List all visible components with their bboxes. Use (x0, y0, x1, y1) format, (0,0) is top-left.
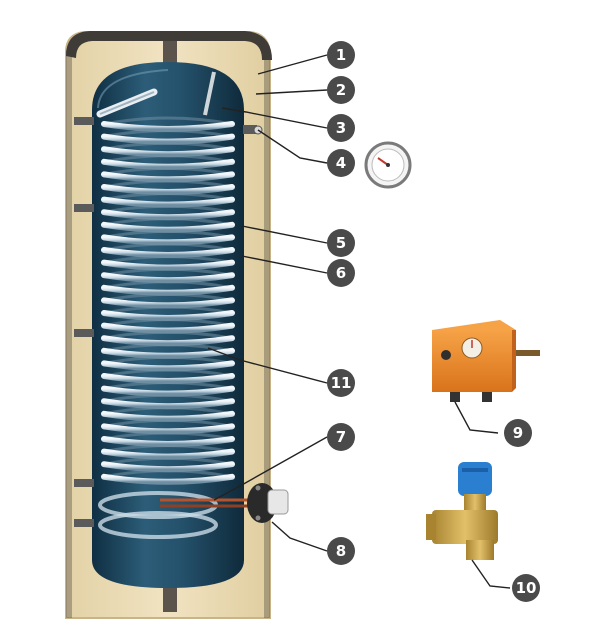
coil-turn-back (103, 129, 233, 139)
callout-circle-8 (327, 537, 355, 565)
coil-turn (101, 146, 235, 158)
callout-label-4: 4 (336, 154, 346, 172)
coil-turn (101, 171, 235, 183)
coil-turn-back (103, 292, 233, 302)
callout-circle-10 (512, 574, 540, 602)
callout-label-8: 8 (336, 542, 346, 560)
coil-turn (101, 385, 235, 397)
coil-turn (101, 297, 235, 309)
callout-circle-4 (327, 149, 355, 177)
coil-turn (101, 360, 235, 372)
coil-turn-back (103, 368, 233, 378)
coil-turn (101, 310, 235, 321)
coil-turn-back (103, 179, 233, 189)
coil-turn (101, 209, 235, 221)
coil-turn (101, 284, 235, 296)
coil-turn-back (103, 381, 233, 391)
top-diagonal-pipe (96, 88, 158, 118)
thermometer-gauge (364, 141, 412, 189)
callout-label-2: 2 (336, 81, 346, 99)
coil-turn-back (103, 469, 233, 479)
coil-turn (101, 158, 235, 170)
coil-turn (101, 423, 235, 435)
coil-turn (101, 196, 235, 208)
coil-turn-back (103, 166, 233, 176)
coil-turn-back (103, 406, 233, 416)
heat-exchanger-coil (98, 116, 235, 539)
heater-flange (160, 483, 289, 523)
sensor-rod (203, 71, 216, 116)
coil-turn (101, 184, 235, 195)
callout-label-9: 9 (513, 424, 523, 442)
coil-turn (101, 448, 235, 460)
coil-turn (101, 335, 235, 347)
coil-turn-back (103, 267, 233, 277)
callout-circle-6 (327, 259, 355, 287)
coil-turn (101, 373, 235, 384)
left-connections (74, 117, 94, 527)
coil-turn-back (103, 280, 233, 290)
coil-turn-back (103, 192, 233, 202)
coil-turn (101, 461, 235, 473)
coil-turn-back (103, 141, 233, 151)
coil-turn-back (103, 217, 233, 227)
coil-turn (101, 247, 235, 258)
coil-turn-back (103, 456, 233, 466)
coil-turn (101, 121, 235, 132)
coil-turn (101, 272, 235, 284)
coil-turn (101, 436, 235, 447)
coil-turn-back (103, 343, 233, 353)
callout-label-1: 1 (336, 46, 346, 64)
callout-circle-3 (327, 114, 355, 142)
callout-label-5: 5 (336, 234, 346, 252)
coil-turn-back (103, 242, 233, 252)
coil-turn-back (103, 431, 233, 441)
coil-turn-back (103, 330, 233, 340)
coil-turn-back (103, 355, 233, 365)
callout-badges: 1 2 3 4 5 6 7 8 9 10 11 (327, 41, 540, 602)
callout-label-7: 7 (336, 428, 346, 446)
coil-turn-back (103, 204, 233, 214)
coil-turn-back (103, 229, 233, 239)
callout-circle-9 (504, 419, 532, 447)
coil-turn-back (103, 116, 233, 126)
coil-turn-back (103, 255, 233, 265)
callout-label-3: 3 (336, 119, 346, 137)
callout-label-11: 11 (331, 374, 352, 392)
coil-turn (101, 322, 235, 334)
coil-turn (101, 398, 235, 410)
coil-bottom-loop (98, 511, 218, 539)
coil-turn (101, 259, 235, 271)
coil-turn-back (103, 444, 233, 454)
callout-circle-2 (327, 76, 355, 104)
coil-turn (101, 473, 235, 485)
coil-turn (101, 133, 235, 145)
callout-circle-7 (327, 423, 355, 451)
coil-turn (101, 347, 235, 359)
coil-turn-back (103, 154, 233, 164)
callout-circle-5 (327, 229, 355, 257)
leader-lines (207, 54, 511, 589)
thermostat-controller (432, 320, 540, 402)
coil-turn (101, 221, 235, 233)
callout-label-10: 10 (516, 579, 537, 597)
coil-turn (101, 410, 235, 422)
callout-label-6: 6 (336, 264, 346, 282)
coil-turn (101, 234, 235, 246)
callout-circle-11 (327, 369, 355, 397)
coil-turn-back (103, 305, 233, 315)
coil-turn-back (103, 393, 233, 403)
coil-turn-back (103, 418, 233, 428)
callout-circle-1 (327, 41, 355, 69)
coil-turn-back (103, 318, 233, 328)
safety-valve (426, 462, 498, 560)
thermometer-port (243, 125, 263, 135)
